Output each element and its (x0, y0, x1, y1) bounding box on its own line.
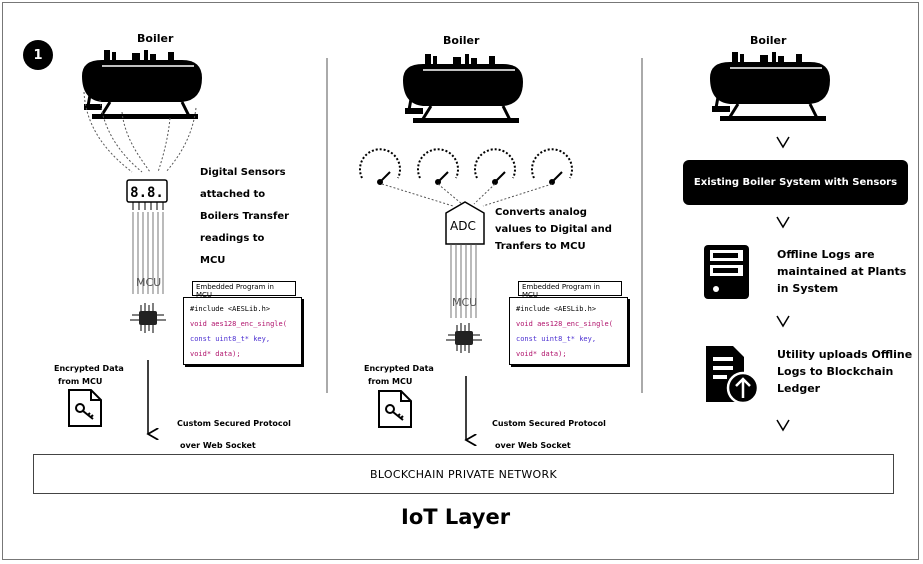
boiler-1-label: Boiler (137, 32, 174, 45)
layer-title: IoT Layer (401, 505, 511, 529)
down-arrow-4 (776, 419, 790, 432)
digital-sensor-icon: 8.8. (126, 179, 168, 210)
blockchain-network-bar: BLOCKCHAIN PRIVATE NETWORK (33, 454, 894, 494)
mcu-2-chip (445, 322, 483, 354)
offline-logs-note: Offline Logs are maintained at Plants in… (777, 248, 907, 295)
upload-document-icon (706, 346, 760, 405)
boiler-1-icon (80, 48, 204, 121)
code-box-2: #include <AESLib.h> void aes128_enc_sing… (509, 297, 628, 365)
svg-text:8.8.: 8.8. (130, 185, 164, 201)
server-icon (704, 245, 749, 299)
gauge-4-icon (531, 148, 573, 186)
boiler-3-label: Boiler (750, 34, 787, 47)
mcu-1-chip (129, 302, 167, 334)
existing-system-box: Existing Boiler System with Sensors (683, 160, 908, 205)
boiler-3-icon (708, 50, 832, 123)
program-tab-2: Embedded Program in MCU (518, 281, 622, 299)
down-arrow-2 (776, 216, 790, 229)
program-tab-1: Embedded Program in MCU (192, 281, 296, 299)
boiler-2-icon (401, 52, 525, 125)
adc-note: Converts analog values to Digital and Tr… (495, 207, 612, 252)
mcu-1-label: MCU (136, 276, 162, 289)
gauge-1-icon (359, 148, 401, 186)
protocol-label-1: Custom Secured Protocol over Web Socket (177, 419, 291, 450)
gauge-3-icon (474, 148, 516, 186)
encrypted-data-1-icon (68, 389, 102, 427)
encrypted-label-1: Encrypted Data from MCU (54, 364, 124, 386)
down-arrow-1 (776, 136, 790, 149)
gauge-2-icon (417, 148, 459, 186)
sensor-note: Digital Sensors attached to Boilers Tran… (200, 167, 290, 266)
mcu-2-label: MCU (452, 296, 478, 309)
encrypted-data-2-icon (378, 390, 412, 428)
code-box-1: #include <AESLib.h> void aes128_enc_sing… (183, 297, 302, 365)
down-arrow-3 (776, 315, 790, 328)
encrypted-label-2: Encrypted Data from MCU (364, 364, 434, 386)
adc-shape (445, 201, 485, 245)
boiler-2-label: Boiler (443, 34, 480, 47)
upload-note: Utility uploads Offline Logs to Blockcha… (777, 348, 913, 395)
adc-label: ADC (450, 219, 476, 233)
step-badge: 1 (23, 40, 53, 70)
protocol-label-2: Custom Secured Protocol over Web Socket (492, 419, 606, 450)
